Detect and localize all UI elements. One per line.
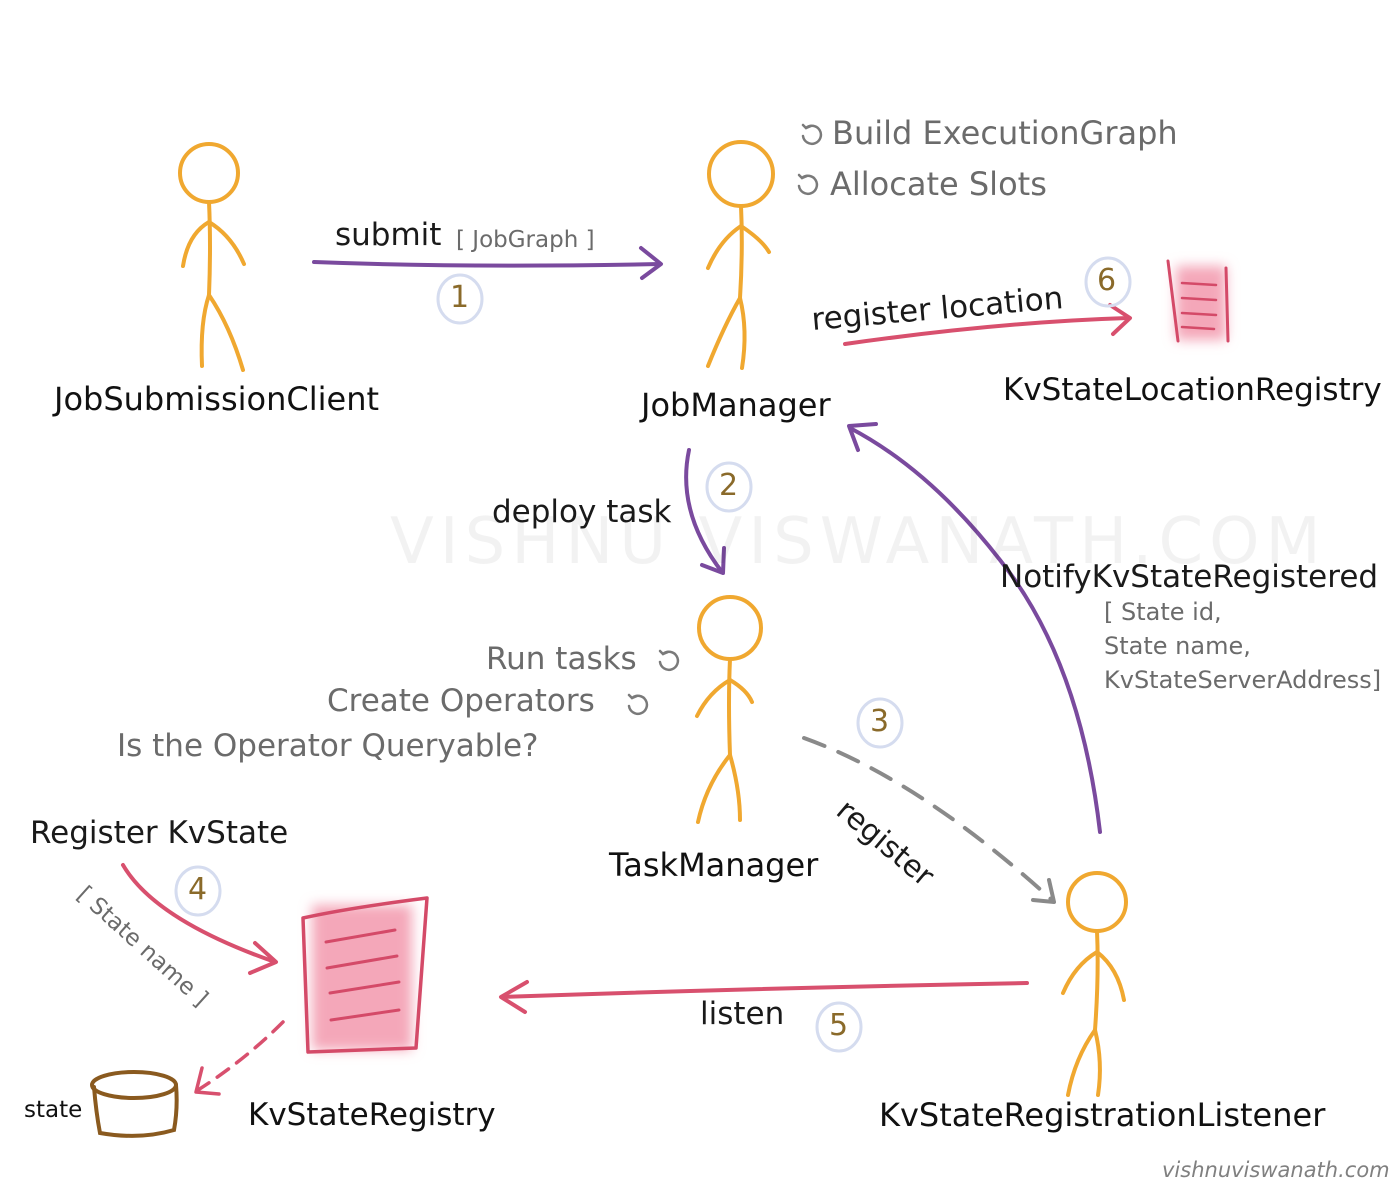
step-1-circle [436, 273, 484, 325]
site-credit: vishnuviswanath.com [1162, 1158, 1390, 1182]
kv-state-registry-label: KvStateRegistry [248, 1097, 496, 1133]
kvstate-registration-listener-label: KvStateRegistrationListener [879, 1096, 1326, 1134]
notify-kvstate-registered-label: NotifyKvStateRegistered [1000, 559, 1379, 595]
deploy-task-arrow [684, 448, 726, 575]
notify-detail-state-id: [ State id, [1104, 598, 1222, 626]
job-submission-client-label: JobSubmissionClient [54, 380, 380, 418]
notify-detail-state-name: State name, [1104, 632, 1251, 660]
build-execution-graph-text: Build ExecutionGraph [832, 114, 1178, 152]
listen-arrow [499, 980, 1029, 1014]
cycle-icon [801, 123, 823, 145]
state-label: state [24, 1097, 83, 1123]
state-cylinder-icon [90, 1070, 179, 1138]
job-manager-label: JobManager [641, 386, 831, 424]
step-4-circle [174, 865, 222, 917]
register-kvstate-arrow [121, 863, 278, 975]
actor-job-submission-client-figure [178, 142, 246, 372]
notify-detail-server-address: KvStateServerAddress] [1104, 666, 1382, 694]
actor-job-manager-figure [706, 140, 775, 370]
kv-state-location-registry-label: KvStateLocationRegistry [1003, 372, 1382, 408]
register-arrow [802, 736, 1056, 904]
deploy-task-label: deploy task [492, 494, 672, 530]
step-4-number: 4 [188, 872, 208, 907]
cycle-icon [797, 173, 819, 195]
actor-kvstate-registration-listener-figure [1061, 871, 1128, 1097]
run-tasks-text: Run tasks [486, 641, 637, 677]
step-1-number: 1 [450, 280, 470, 315]
listen-label: listen [700, 996, 785, 1032]
step-6-number: 6 [1097, 263, 1117, 298]
step-5-circle [815, 1001, 863, 1053]
queryable-question-text: Is the Operator Queryable? [117, 728, 539, 764]
registry-to-state-arrow [194, 1020, 285, 1096]
step-2-circle [705, 461, 753, 513]
register-kvstate-label: Register KvState [30, 815, 289, 851]
create-operators-text: Create Operators [327, 683, 595, 719]
step-5-number: 5 [829, 1008, 849, 1043]
step-3-number: 3 [870, 704, 890, 739]
submit-jobgraph-detail: [ JobGraph ] [456, 227, 595, 253]
submit-label: submit [335, 217, 442, 253]
submit-arrow [312, 246, 663, 280]
kv-state-registry-icon [301, 896, 429, 1054]
step-2-number: 2 [719, 468, 739, 503]
actor-task-manager-figure [695, 595, 763, 824]
watermark: VISHNU VISWANATH.COM [390, 505, 1327, 579]
notify-arrow [847, 422, 1102, 834]
register-location-arrow [843, 303, 1132, 346]
task-manager-label: TaskManager [609, 846, 819, 884]
kv-state-location-registry-icon [1166, 259, 1230, 343]
step-6-circle [1084, 256, 1132, 308]
allocate-slots-text: Allocate Slots [830, 165, 1047, 203]
cycle-icon [627, 693, 649, 715]
cycle-icon [658, 649, 680, 671]
step-3-circle [856, 697, 904, 749]
